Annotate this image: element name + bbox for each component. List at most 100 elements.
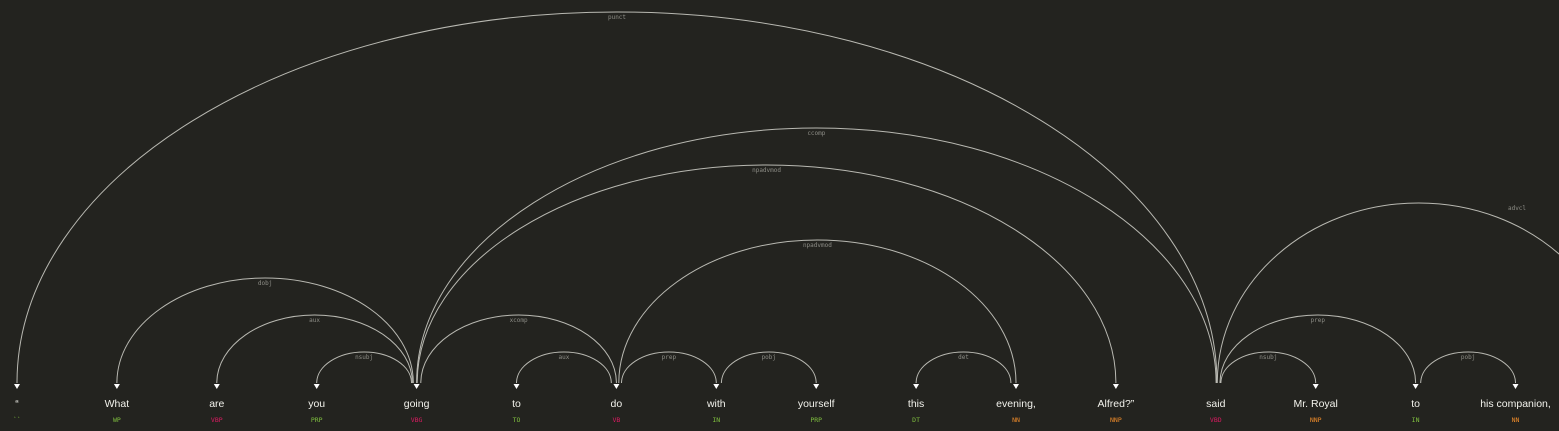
arc-label: prep bbox=[1311, 317, 1326, 324]
arc-line bbox=[618, 239, 1017, 384]
token-word: to bbox=[512, 398, 521, 410]
arc-aux: aux bbox=[513, 351, 612, 389]
token-pos-tag: IN bbox=[712, 416, 720, 424]
arc-label: ccomp bbox=[807, 130, 825, 137]
arc-label: aux bbox=[309, 317, 320, 324]
token-pos-tag: PRP bbox=[810, 416, 822, 424]
token: evening, NN bbox=[996, 398, 1036, 424]
arc-label: prep bbox=[662, 354, 677, 361]
arc-line bbox=[1219, 314, 1417, 384]
token-word: do bbox=[611, 398, 623, 410]
arrowhead-icon bbox=[713, 384, 720, 389]
arrowhead-icon bbox=[513, 384, 520, 389]
token-pos-tag: VBG bbox=[411, 416, 423, 424]
arc-line bbox=[16, 11, 1218, 384]
arc-advcl: advcl bbox=[1216, 202, 1559, 384]
arc-label: npadvmod bbox=[803, 242, 832, 249]
arrowhead-icon bbox=[613, 384, 620, 389]
arrowhead-icon bbox=[913, 384, 920, 389]
token-word: to bbox=[1411, 398, 1420, 410]
arc-label: pobj bbox=[1461, 354, 1475, 361]
token-pos-tag: DT bbox=[912, 416, 920, 424]
arc-label: pobj bbox=[762, 354, 776, 361]
token-word: evening, bbox=[996, 398, 1036, 410]
arc-npadvmod: npadvmod bbox=[618, 239, 1019, 389]
token-pos-tag: IN bbox=[1412, 416, 1420, 424]
token-pos-tag: VBP bbox=[211, 416, 223, 424]
token-word: Mr. Royal bbox=[1294, 398, 1338, 410]
arc-xcomp: xcomp bbox=[420, 314, 620, 389]
arc-prep: prep bbox=[621, 351, 720, 389]
token-word: with bbox=[706, 398, 726, 410]
token-word: his companion, bbox=[1480, 398, 1551, 410]
token: “`` bbox=[13, 398, 21, 424]
arc-label: nsubj bbox=[1259, 354, 1277, 361]
arc-label: dobj bbox=[258, 280, 272, 287]
token-word: you bbox=[308, 398, 325, 410]
arc-label: punct bbox=[608, 14, 626, 21]
arc-line bbox=[516, 351, 612, 384]
arc-aux: aux bbox=[213, 314, 413, 389]
arc-nsubj: nsubj bbox=[313, 351, 412, 389]
token-word: said bbox=[1206, 398, 1225, 410]
arc-label: aux bbox=[558, 354, 569, 361]
arc-label: xcomp bbox=[510, 317, 528, 324]
token-pos-tag: `` bbox=[13, 416, 21, 424]
arc-line bbox=[316, 351, 412, 384]
arc-npadvmod: npadvmod bbox=[416, 164, 1119, 389]
token: his companion, NN bbox=[1480, 398, 1551, 424]
arcs-layer: dobj aux nsubj xcomp aux prep pobj det npadvmod n… bbox=[14, 11, 1559, 389]
arrowhead-icon bbox=[1412, 384, 1419, 389]
arc-punct: punct bbox=[14, 11, 1218, 389]
arc-line bbox=[1220, 351, 1317, 384]
arc-label: npadvmod bbox=[752, 167, 781, 174]
token-pos-tag: NN bbox=[1012, 416, 1020, 424]
arc-label: det bbox=[958, 354, 969, 361]
arc-line bbox=[416, 127, 1217, 384]
arrowhead-icon bbox=[813, 384, 820, 389]
arc-pobj: pobj bbox=[720, 351, 820, 389]
arc-line bbox=[216, 314, 413, 384]
token-word: are bbox=[209, 398, 224, 410]
arc-pobj: pobj bbox=[1420, 351, 1519, 389]
token-pos-tag: TO bbox=[513, 416, 521, 424]
arrowhead-icon bbox=[1512, 384, 1519, 389]
arc-label: advcl bbox=[1508, 205, 1526, 212]
arc-det: det bbox=[913, 351, 1012, 389]
arrowhead-icon bbox=[413, 384, 420, 389]
token-word: yourself bbox=[798, 398, 835, 410]
arrowhead-icon bbox=[14, 384, 20, 389]
token-word: Alfred?” bbox=[1098, 398, 1135, 410]
arc-line bbox=[1216, 202, 1559, 384]
arc-dobj: dobj bbox=[113, 277, 414, 389]
token-pos-tag: VB bbox=[612, 416, 620, 424]
arrowhead-icon bbox=[113, 384, 120, 389]
arc-line bbox=[1420, 351, 1516, 384]
token-pos-tag: NNP bbox=[1110, 416, 1122, 424]
arc-line bbox=[720, 351, 817, 384]
tokens-layer: “``WhatWPareVBPyouPRPgoingVBGtoTOdoVBwit… bbox=[13, 398, 1551, 424]
arc-line bbox=[621, 351, 717, 384]
arrowhead-icon bbox=[313, 384, 320, 389]
arrowhead-icon bbox=[1112, 384, 1119, 389]
token-pos-tag: NN bbox=[1512, 416, 1520, 424]
arc-nsubj: nsubj bbox=[1220, 351, 1319, 389]
arc-line bbox=[116, 277, 414, 384]
token-pos-tag: VBD bbox=[1210, 416, 1222, 424]
arc-label: nsubj bbox=[355, 354, 373, 361]
token-pos-tag: PRP bbox=[311, 416, 323, 424]
token-word: What bbox=[105, 398, 130, 410]
arc-prep: prep bbox=[1219, 314, 1419, 389]
